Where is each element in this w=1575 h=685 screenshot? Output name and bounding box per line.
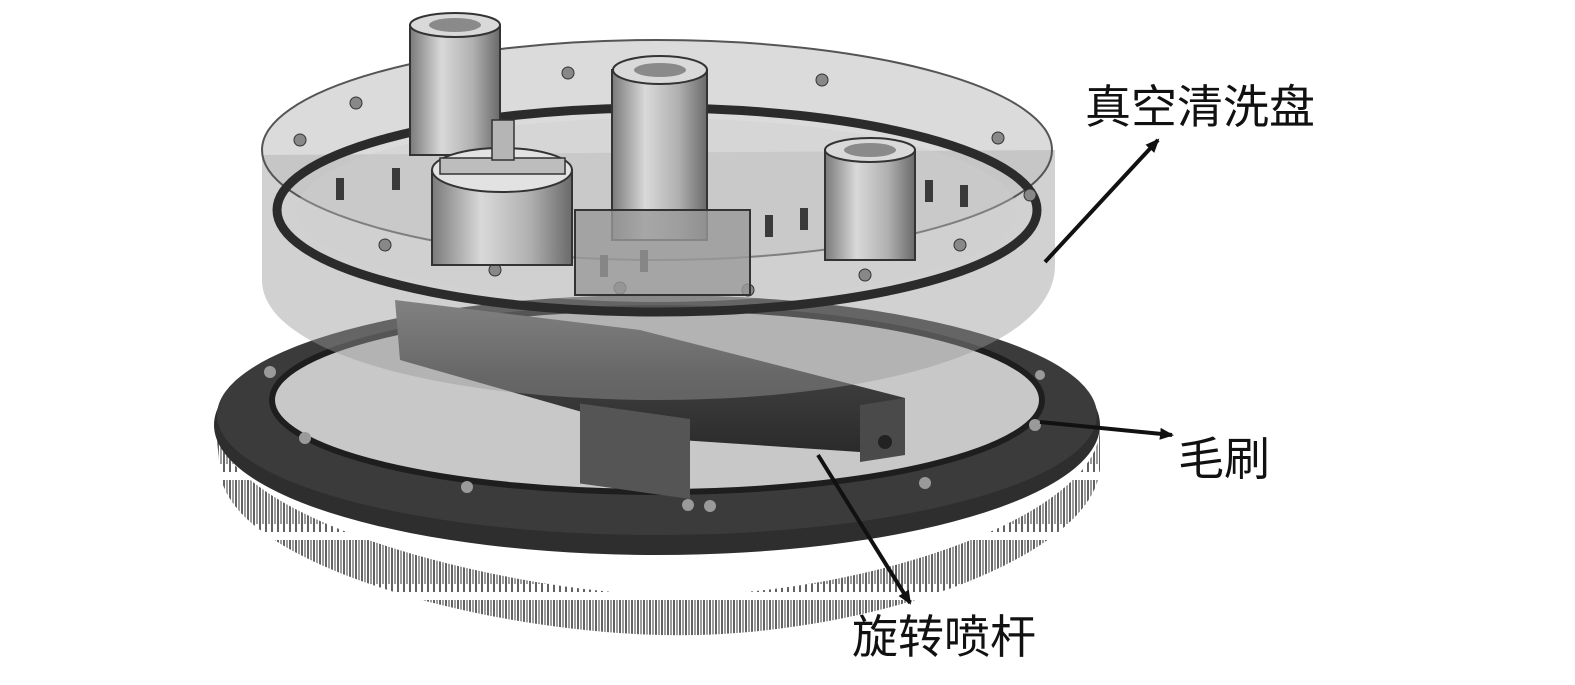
spray-bar [395, 300, 905, 499]
arrow-brush [1039, 420, 1174, 440]
fitting-left-pipe [409, 12, 501, 156]
callout-arrows [816, 138, 1174, 605]
label-vacuum-disk: 真空清洗盘 [1085, 80, 1315, 134]
arrow-spray-bar [816, 453, 912, 605]
fitting-clamp [431, 119, 573, 266]
label-rotating-spray-bar: 旋转喷杆 [852, 610, 1036, 664]
arrow-vacuum-disk [1043, 138, 1160, 264]
brush-bristles [215, 420, 1100, 636]
label-brush: 毛刷 [1178, 432, 1270, 486]
fitting-center-connector [574, 55, 751, 296]
fitting-right-pipe [824, 137, 916, 261]
